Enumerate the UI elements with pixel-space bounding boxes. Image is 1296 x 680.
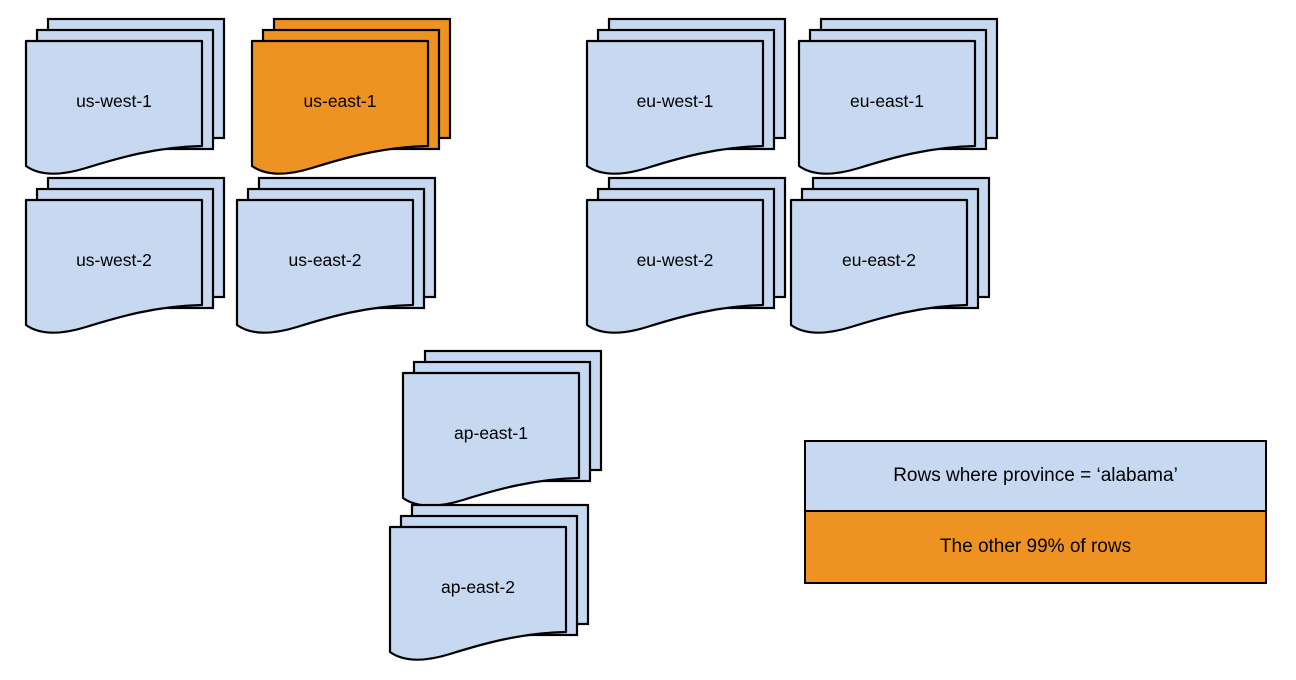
legend-label-blue: Rows where province = ‘alabama’ bbox=[893, 465, 1178, 486]
document-stack-ap-east-1[interactable]: ap-east-1 bbox=[401, 349, 603, 510]
document-stack-ap-east-2[interactable]: ap-east-2 bbox=[388, 503, 590, 664]
document-stack-eu-west-2[interactable]: eu-west-2 bbox=[585, 176, 787, 337]
document-stack-eu-east-2[interactable]: eu-east-2 bbox=[789, 176, 991, 337]
document-stack-us-east-1[interactable]: us-east-1 bbox=[250, 17, 452, 178]
legend: Rows where province = ‘alabama’ The othe… bbox=[804, 440, 1267, 584]
document-stack-us-west-1[interactable]: us-west-1 bbox=[24, 17, 226, 178]
document-stack-us-west-2[interactable]: us-west-2 bbox=[24, 176, 226, 337]
document-stack-eu-west-1[interactable]: eu-west-1 bbox=[585, 17, 787, 178]
legend-item-orange: The other 99% of rows bbox=[806, 512, 1265, 582]
document-stack-eu-east-1[interactable]: eu-east-1 bbox=[797, 17, 999, 178]
legend-item-blue: Rows where province = ‘alabama’ bbox=[806, 442, 1265, 512]
legend-label-orange: The other 99% of rows bbox=[939, 536, 1132, 557]
document-stack-us-east-2[interactable]: us-east-2 bbox=[235, 176, 437, 337]
